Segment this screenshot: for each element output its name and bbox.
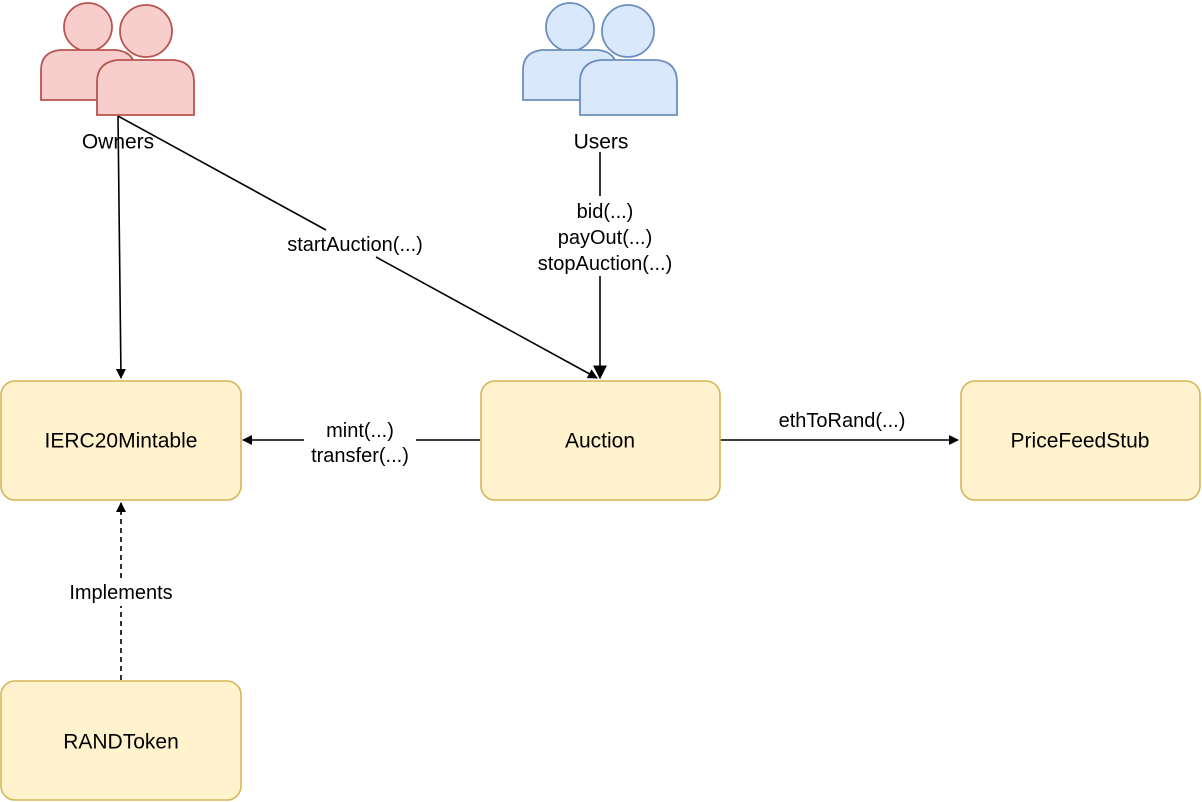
box-label: Auction bbox=[565, 430, 635, 453]
users-icon bbox=[40, 2, 195, 116]
box-rand-token[interactable]: RANDToken bbox=[0, 680, 242, 801]
edge-label-stop-auction: stopAuction(...) bbox=[538, 253, 673, 275]
box-price-feed-stub[interactable]: PriceFeedStub bbox=[960, 380, 1201, 501]
edge-label-start-auction: startAuction(...) bbox=[287, 234, 423, 256]
edge-label-implements: Implements bbox=[69, 582, 172, 604]
edge-label-mint: mint(...) bbox=[326, 420, 394, 442]
box-label: RANDToken bbox=[63, 731, 179, 754]
actor-users[interactable]: Users bbox=[522, 2, 678, 154]
edge-labels: startAuction(...) bid(...) payOut(...) s… bbox=[69, 201, 905, 604]
edges bbox=[115, 115, 959, 680]
edge-owners-to-auction bbox=[117, 115, 598, 379]
actor-owners[interactable]: Owners bbox=[40, 2, 195, 154]
actor-label: Owners bbox=[82, 131, 154, 154]
actor-label: Users bbox=[574, 131, 629, 154]
box-auction[interactable]: Auction bbox=[480, 380, 721, 501]
box-label: PriceFeedStub bbox=[1011, 430, 1150, 453]
edge-label-pay-out: payOut(...) bbox=[558, 227, 652, 249]
box-ierc20-mintable[interactable]: IERC20Mintable bbox=[0, 380, 242, 501]
edge-owners-to-ierc20 bbox=[115, 115, 126, 379]
edge-label-transfer: transfer(...) bbox=[311, 445, 409, 467]
users-icon bbox=[522, 2, 678, 116]
edge-label-eth-to-rand: ethToRand(...) bbox=[779, 410, 906, 432]
box-label: IERC20Mintable bbox=[45, 430, 198, 453]
edge-label-bid: bid(...) bbox=[577, 201, 634, 223]
